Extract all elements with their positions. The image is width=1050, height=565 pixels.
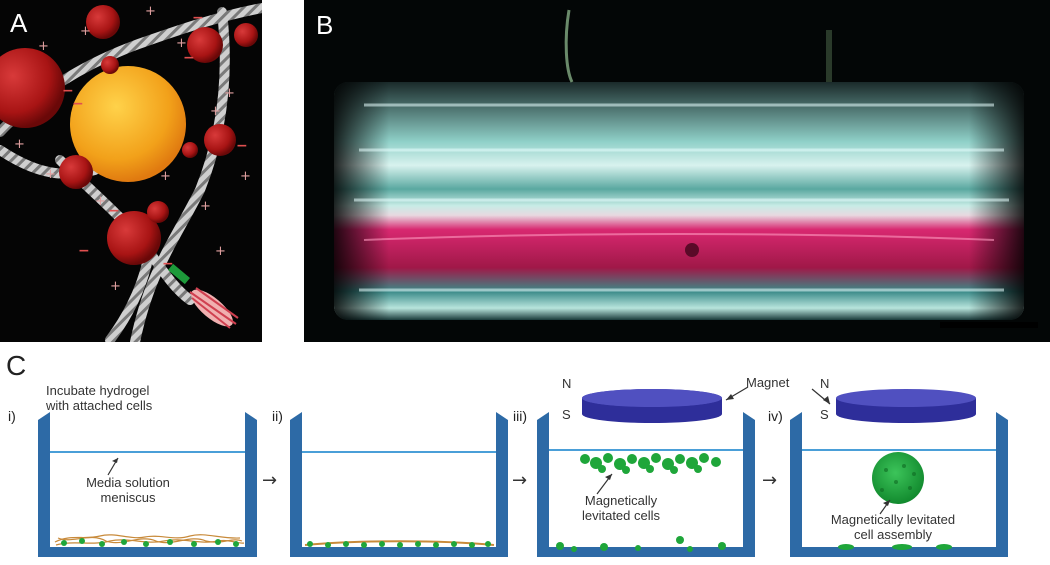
svg-text:+: + bbox=[95, 194, 106, 209]
svg-text:+: + bbox=[110, 279, 121, 294]
well-iv bbox=[790, 388, 1008, 557]
svg-text:−: − bbox=[72, 96, 84, 112]
well-iii bbox=[537, 386, 755, 557]
svg-text:+: + bbox=[224, 86, 235, 101]
scale-bar bbox=[940, 322, 1038, 328]
step-iii-numeral: iii) bbox=[513, 408, 527, 424]
panel-c-diagram bbox=[38, 386, 1008, 557]
levitated-cell-sphere bbox=[685, 243, 699, 257]
magnet-iv-pole-n: N bbox=[820, 376, 830, 391]
svg-text:−: − bbox=[162, 256, 174, 272]
negative-charges: −−− −−− −− bbox=[62, 10, 248, 272]
svg-text:−: − bbox=[192, 10, 204, 26]
svg-text:+: + bbox=[145, 4, 156, 19]
svg-text:+: + bbox=[38, 39, 49, 54]
step-arrow-2: → bbox=[512, 470, 528, 491]
magnet-iii-pole-n: N bbox=[562, 376, 572, 391]
magnet-iv-pole-s: S bbox=[820, 407, 829, 422]
panel-c-label: C bbox=[6, 350, 27, 381]
levitated-cell-layer bbox=[580, 453, 721, 474]
step-iv-numeral: iv) bbox=[768, 408, 783, 424]
svg-text:−: − bbox=[236, 138, 248, 154]
svg-text:+: + bbox=[14, 137, 25, 152]
panel-b-photo bbox=[304, 0, 1050, 342]
magnet-iii-pole-s: S bbox=[562, 407, 571, 422]
magnet-iv bbox=[836, 389, 976, 423]
panel-a-illustration: +++ +++ +++ +++ ++ −−− −−− −− bbox=[0, 0, 262, 342]
svg-text:+: + bbox=[200, 199, 211, 214]
well-ii bbox=[290, 412, 508, 557]
gold-particle bbox=[70, 66, 186, 182]
well-i bbox=[38, 412, 257, 557]
svg-text:+: + bbox=[80, 24, 91, 39]
svg-text:−: − bbox=[62, 83, 74, 99]
step-arrow-1: → bbox=[262, 470, 278, 491]
svg-text:+: + bbox=[215, 244, 226, 259]
svg-text:+: + bbox=[210, 104, 221, 119]
magnet-iii bbox=[582, 389, 722, 423]
svg-text:+: + bbox=[45, 167, 56, 182]
media-meniscus-label: Media solution meniscus bbox=[86, 475, 170, 505]
magnetic-nanoparticles bbox=[0, 5, 258, 265]
svg-text:+: + bbox=[160, 169, 171, 184]
svg-text:+: + bbox=[240, 169, 251, 184]
step-i-numeral: i) bbox=[8, 408, 16, 424]
cell-assembly-label: Magnetically levitated cell assembly bbox=[830, 512, 956, 542]
cell-assembly bbox=[872, 452, 924, 504]
svg-text:+: + bbox=[176, 36, 187, 51]
svg-text:−: − bbox=[108, 203, 120, 219]
magnet-label: Magnet bbox=[746, 375, 790, 390]
step-ii-numeral: ii) bbox=[272, 408, 283, 424]
step-i-title: Incubate hydrogel with attached cells bbox=[46, 383, 153, 413]
surface-charges: +++ +++ +++ +++ ++ bbox=[14, 4, 251, 294]
panel-a-label: A bbox=[10, 8, 28, 38]
svg-text:−: − bbox=[183, 50, 195, 66]
panel-b-label: B bbox=[316, 10, 334, 40]
levitated-cells-label: Magnetically levitated cells bbox=[581, 493, 661, 523]
attached-cell bbox=[168, 263, 239, 329]
step-arrow-3: → bbox=[762, 470, 778, 491]
svg-text:−: − bbox=[78, 243, 90, 259]
